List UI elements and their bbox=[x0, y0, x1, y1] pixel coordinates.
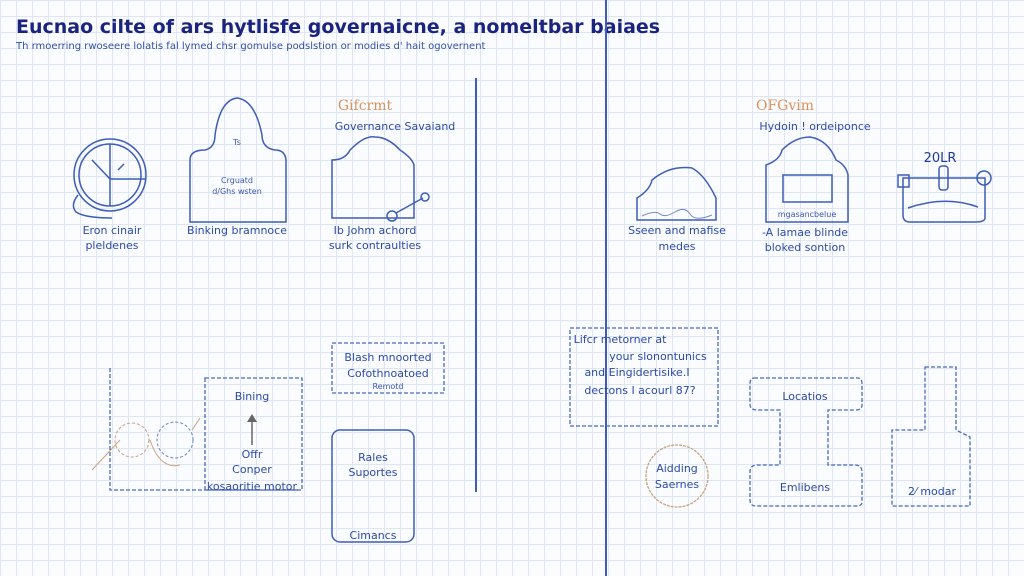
note-left-line2: Cofothnoatoed bbox=[347, 367, 429, 380]
flow-top-label: Bining bbox=[235, 390, 270, 403]
i-shape bbox=[749, 377, 863, 507]
arrow-up-icon bbox=[247, 414, 257, 445]
right-section-tag: OFGvim bbox=[756, 98, 814, 114]
diagram-title: Eucnao cilte of ars hytlisfe governaicne… bbox=[16, 16, 660, 38]
i-shape-bottom-label: Emlibens bbox=[780, 481, 830, 494]
arch-shape-2 bbox=[331, 136, 415, 219]
note-left-line3: Remotd bbox=[372, 382, 403, 391]
flow-box bbox=[204, 377, 303, 491]
key-icon bbox=[386, 192, 430, 222]
rounded-box bbox=[331, 429, 415, 543]
note-right-line2: your slonontunics bbox=[609, 350, 707, 363]
device-icon bbox=[897, 165, 992, 223]
flow-bottom-line3: kosaoritie motor bbox=[207, 480, 298, 493]
device-label: 20LR bbox=[924, 151, 957, 166]
circle-line1: Aidding bbox=[656, 462, 698, 475]
arch4-inner-text: mgasancbelue bbox=[778, 210, 837, 219]
flow-bottom-line1: Offr bbox=[242, 448, 263, 461]
tall-shape bbox=[891, 366, 971, 507]
arch-shape-4 bbox=[765, 136, 849, 223]
rounded-box-line2: Suportes bbox=[348, 466, 397, 479]
arch-shape-3 bbox=[636, 166, 717, 221]
cat-sketch-icon bbox=[91, 417, 201, 471]
wave-line bbox=[641, 208, 713, 219]
arch3-label-line1: Sseen and mafise bbox=[628, 224, 726, 237]
arch2-label-line1: Ib Johm achord bbox=[334, 224, 417, 237]
tall-shape-label: 2⁄ modar bbox=[908, 485, 957, 498]
flow-bottom-line2: Conper bbox=[232, 463, 272, 476]
arch2-label-line2: surk contraulties bbox=[329, 239, 422, 252]
circle-node bbox=[645, 444, 709, 508]
arch1-label: Binking bramnoce bbox=[187, 224, 287, 237]
note-box-right bbox=[569, 327, 719, 427]
left-section-tag: Gifcrmt bbox=[338, 98, 393, 114]
flow-bracket bbox=[109, 368, 300, 491]
note-box-left bbox=[331, 342, 445, 394]
diagram-subtitle: Th rmoerring rwoseere lolatis fal lymed … bbox=[15, 41, 486, 52]
clock-icon bbox=[72, 138, 147, 219]
right-section-title: Hydoin ! ordeiponce bbox=[759, 120, 871, 133]
arch4-label-line2: bloked sontion bbox=[765, 241, 846, 254]
clock-label-line2: pleldenes bbox=[85, 239, 138, 252]
arch1-top-text: Ts bbox=[232, 138, 241, 147]
arch4-label-line1: -A lamae blinde bbox=[762, 226, 848, 239]
rounded-box-line1: Rales bbox=[358, 451, 388, 464]
left-section-title: Governance Savaiand bbox=[335, 120, 456, 133]
note-right-line4: dectons I acourl 87? bbox=[584, 384, 695, 397]
arch1-inner-line2: d/Ghs wsten bbox=[212, 187, 262, 196]
arch4-inner-rect bbox=[782, 174, 833, 203]
note-right-line3: and Eingidertisike.I bbox=[584, 366, 689, 379]
circle-line2: Saernes bbox=[655, 478, 700, 491]
arch3-label-line2: medes bbox=[659, 240, 696, 253]
arch-shape-1 bbox=[189, 97, 287, 223]
note-left-line1: Blash mnoorted bbox=[344, 351, 431, 364]
arch1-inner-line1: Crguatd bbox=[221, 176, 253, 185]
clock-label-line1: Eron cinair bbox=[83, 224, 142, 237]
i-shape-top-label: Locatios bbox=[782, 390, 828, 403]
rounded-box-line3: Cimancs bbox=[350, 529, 397, 542]
note-right-line1: Lifcr metorner at bbox=[574, 333, 667, 346]
